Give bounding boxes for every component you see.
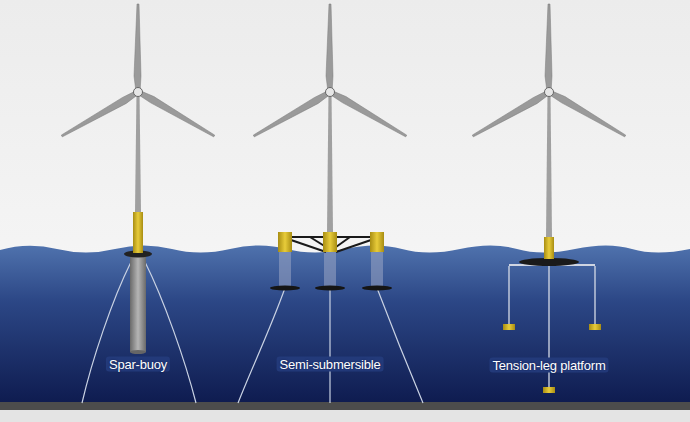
mooring-line [145, 262, 196, 403]
mooring-line [377, 288, 423, 403]
rotor [471, 4, 627, 139]
tower [327, 92, 333, 232]
anchor [543, 387, 555, 393]
type-label: Tension-leg platform [489, 358, 608, 373]
tendon [594, 266, 595, 325]
spar-buoy-turbine [60, 4, 216, 403]
heave-plate [315, 286, 345, 291]
anchor [503, 324, 515, 330]
transition-piece [544, 237, 554, 259]
column [323, 232, 337, 252]
mooring-line [329, 290, 330, 403]
transition-piece [133, 212, 143, 253]
tension-leg-turbine [471, 4, 627, 393]
tower [135, 92, 141, 212]
column [278, 232, 292, 252]
platform-hull [519, 258, 579, 266]
sea [0, 246, 690, 405]
ground-strip [0, 410, 690, 422]
spar-hull [130, 252, 146, 352]
seabed [0, 402, 690, 410]
mooring-line [82, 262, 131, 403]
type-label: Spar-buoy [106, 357, 170, 372]
mooring-line [238, 288, 285, 403]
tendon [508, 266, 509, 325]
rotor [252, 4, 408, 139]
type-label: Semi-submersible [277, 357, 384, 372]
semi-submersible-turbine [238, 4, 423, 403]
rotor [60, 4, 216, 139]
tower [546, 92, 552, 237]
column [370, 232, 384, 252]
heave-plate [270, 286, 300, 291]
heave-plate [362, 286, 392, 291]
anchor [589, 324, 601, 330]
